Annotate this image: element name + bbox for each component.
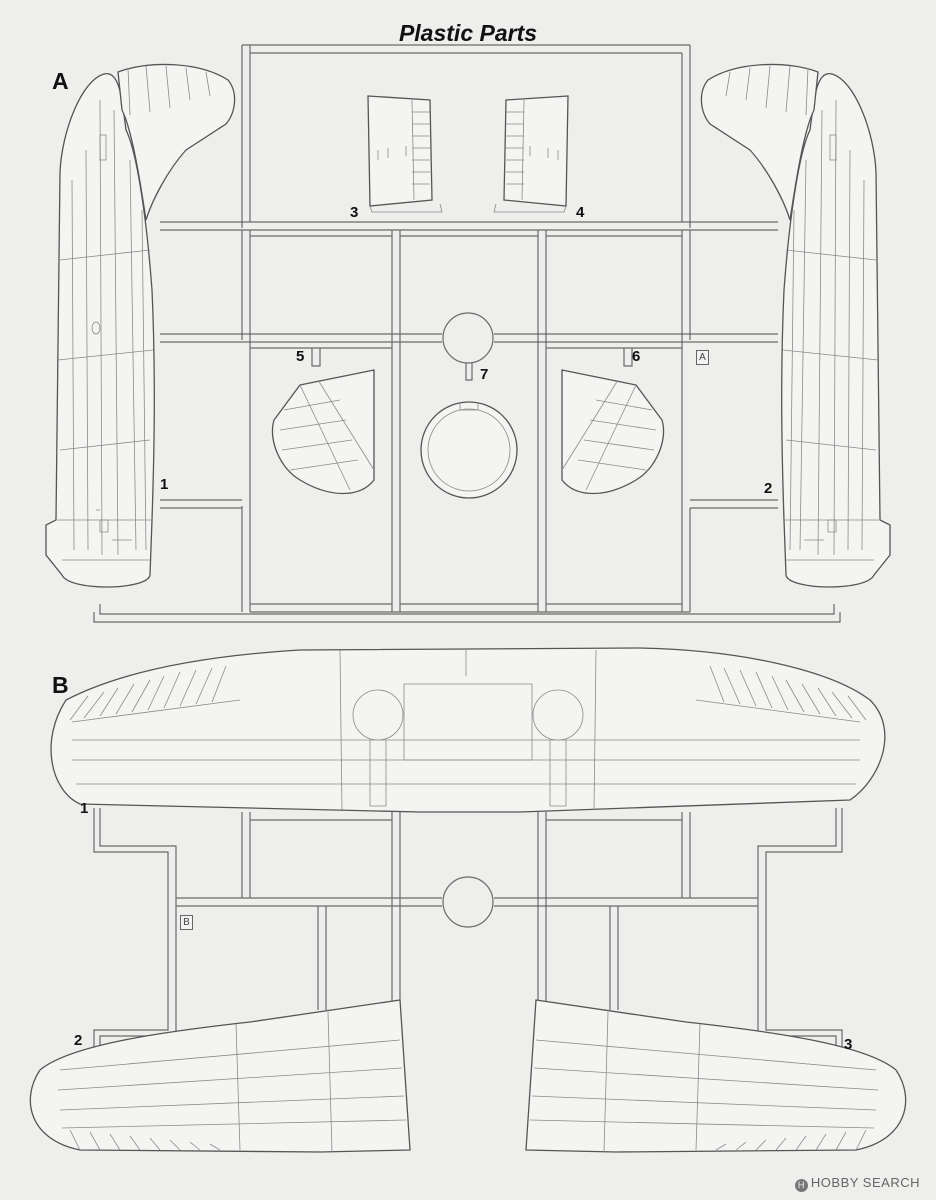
label-b1: 1 bbox=[80, 800, 89, 817]
sprue-b-frame bbox=[93, 808, 843, 1050]
part-b1-wing bbox=[50, 647, 886, 813]
part-a1-fuselage-left bbox=[45, 63, 236, 588]
sprue-a-frame bbox=[93, 44, 841, 623]
part-a7-ring bbox=[420, 401, 518, 499]
label-a5: 5 bbox=[296, 348, 305, 365]
label-a6: 6 bbox=[632, 348, 641, 365]
sprue-b-letter: B bbox=[52, 672, 69, 698]
sprue-b-tab: B bbox=[180, 915, 193, 930]
part-a2-fuselage-right bbox=[700, 63, 891, 588]
label-a7: 7 bbox=[480, 366, 489, 383]
part-b2-tailplane bbox=[29, 999, 411, 1153]
label-a3: 3 bbox=[350, 204, 359, 221]
label-b2: 2 bbox=[74, 1032, 83, 1049]
part-a4-panel bbox=[493, 95, 569, 213]
page-title: Plastic Parts bbox=[398, 20, 538, 46]
sprue-a-tab: A bbox=[696, 350, 709, 365]
part-a5-wing-panel bbox=[271, 369, 375, 495]
label-a2: 2 bbox=[764, 480, 773, 497]
part-a3-panel bbox=[367, 95, 443, 213]
part-a6-wing-panel bbox=[561, 369, 665, 495]
watermark-text: HOBBY SEARCH bbox=[810, 1175, 920, 1190]
label-a4: 4 bbox=[576, 204, 585, 221]
hobby-search-logo-icon: H bbox=[794, 1179, 808, 1192]
part-b3-tailplane bbox=[525, 999, 907, 1153]
label-a1: 1 bbox=[160, 476, 169, 493]
label-b3: 3 bbox=[844, 1036, 853, 1053]
sprue-a-letter: A bbox=[52, 68, 69, 94]
